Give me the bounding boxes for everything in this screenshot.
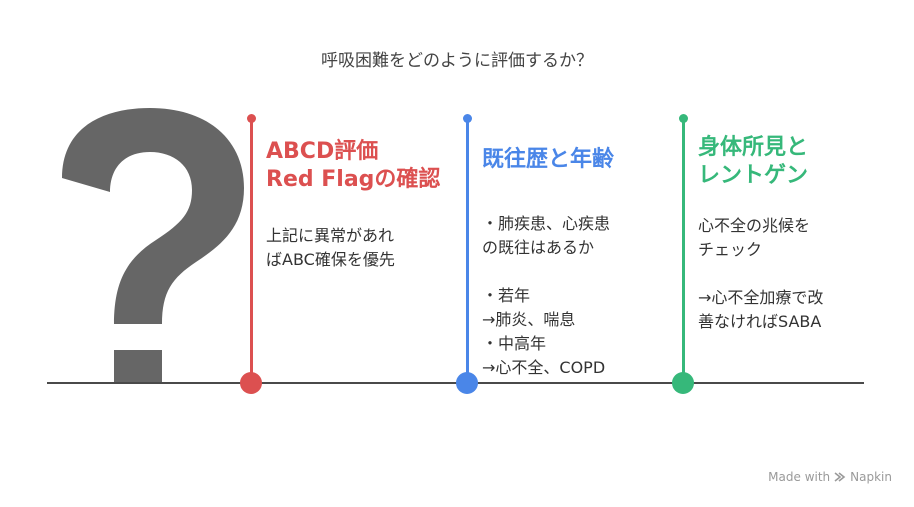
marker-2-bottom-dot — [456, 372, 478, 394]
marker-3-top-dot — [679, 114, 688, 123]
marker-3-stem — [682, 120, 685, 382]
marker-1-top-dot — [247, 114, 256, 123]
column-exam-body: 心不全の兆候を チェック →心不全加療で改 善なければSABA — [698, 216, 824, 331]
column-history: 既往歴と年齢 ・肺疾患、心疾患 の既往はあるか ・若年 →肺炎、喘息 ・中高年 … — [482, 146, 660, 380]
column-abcd-title: ABCD評価 Red Flagの確認 — [266, 139, 441, 192]
marker-3-bottom-dot — [672, 372, 694, 394]
marker-2-stem — [466, 120, 469, 382]
made-with-label: Made with — [768, 470, 831, 484]
timeline-baseline — [47, 382, 864, 384]
napkin-brand-label: Napkin — [850, 470, 892, 484]
question-mark-dot — [114, 350, 162, 384]
marker-1-bottom-dot — [240, 372, 262, 394]
column-abcd-body: 上記に異常があれ ばABC確保を優先 — [266, 226, 395, 269]
question-mark-icon — [62, 108, 244, 384]
napkin-logo-icon — [834, 472, 846, 482]
column-history-title: 既往歴と年齢 — [482, 147, 615, 172]
diagram-title: 呼吸困難をどのように評価するか？ — [321, 51, 593, 71]
column-abcd: ABCD評価 Red Flagの確認 上記に異常があれ ばABC確保を優先 — [266, 138, 444, 272]
marker-2-top-dot — [463, 114, 472, 123]
column-exam: 身体所見と レントゲン 心不全の兆候を チェック →心不全加療で改 善なければS… — [698, 134, 876, 334]
made-with-napkin: Made with Napkin — [768, 470, 892, 484]
column-history-body: ・肺疾患、心疾患 の既往はあるか ・若年 →肺炎、喘息 ・中高年 →心不全、CO… — [482, 214, 611, 377]
column-exam-title: 身体所見と レントゲン — [698, 135, 809, 188]
question-mark-curve — [62, 108, 244, 324]
marker-1-stem — [250, 120, 253, 382]
